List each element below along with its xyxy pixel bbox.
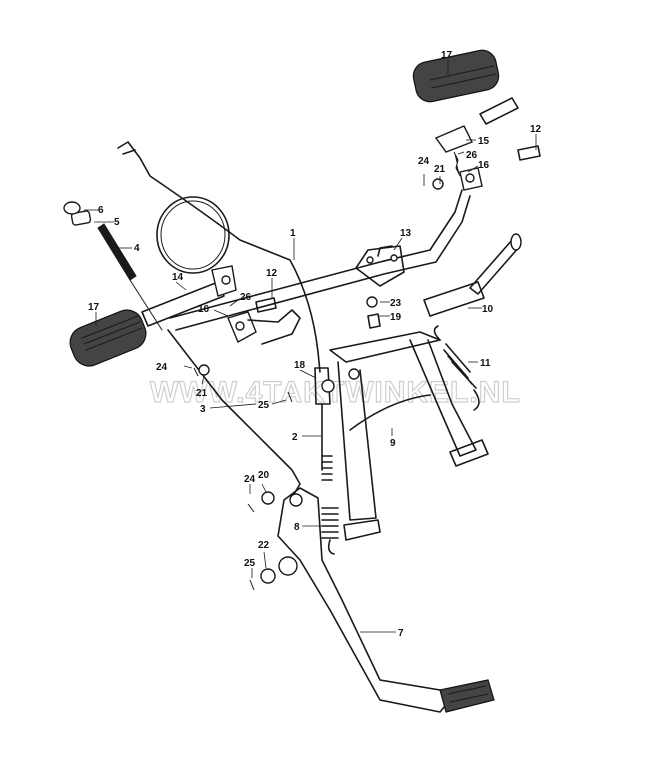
- callout-26-left: 26: [240, 292, 252, 303]
- callout-14: 14: [172, 272, 184, 283]
- brake-springs: [321, 455, 339, 555]
- callout-18: 18: [294, 360, 306, 371]
- callout-24-left: 24: [156, 362, 168, 373]
- callout-19: 19: [390, 312, 402, 323]
- brake-rod: [167, 329, 301, 495]
- left-pivot-bolt: [227, 297, 301, 345]
- callout-26-right: 26: [466, 150, 478, 161]
- callout-20: 20: [258, 470, 270, 481]
- callout-10: 10: [482, 304, 494, 315]
- callout-17-top: 17: [441, 50, 453, 61]
- callout-12-right: 12: [530, 124, 542, 135]
- callout-24-right: 24: [418, 156, 430, 167]
- callout-25-bottom: 25: [244, 558, 256, 569]
- callout-15: 15: [478, 136, 490, 147]
- callout-9: 9: [390, 438, 396, 449]
- callout-23: 23: [390, 298, 402, 309]
- callout-6: 6: [98, 205, 104, 216]
- callout-25-mid: 25: [258, 400, 270, 411]
- callout-21-left: 21: [196, 388, 208, 399]
- callout-1: 1: [290, 228, 296, 239]
- callout-2: 2: [292, 432, 298, 443]
- stand-pivot: [423, 233, 522, 317]
- right-footrest: [412, 49, 541, 191]
- stand-spring: [433, 325, 480, 411]
- brake-pedal: [277, 487, 495, 713]
- callout-12-left: 12: [266, 268, 278, 279]
- callout-labels: 17 12 24 21 26 15 16 6 5 4 1 13 14 12 26…: [88, 50, 542, 639]
- callout-21-right: 21: [434, 164, 446, 175]
- callout-4: 4: [134, 243, 140, 254]
- main-stand: [329, 331, 489, 541]
- callout-8: 8: [294, 522, 300, 533]
- left-footrest: [69, 265, 237, 367]
- callout-17-left: 17: [88, 302, 100, 313]
- callout-24-bottom: 24: [244, 474, 256, 485]
- callout-13: 13: [400, 228, 412, 239]
- leader-lines: [84, 60, 537, 633]
- callout-7: 7: [398, 628, 404, 639]
- callout-11: 11: [480, 358, 491, 369]
- callout-5: 5: [114, 217, 120, 228]
- callout-22: 22: [258, 540, 270, 551]
- brake-spring-rod: [63, 201, 163, 331]
- callout-3: 3: [200, 404, 206, 415]
- brake-cable: [117, 141, 331, 471]
- callout-16-left: 16: [198, 304, 210, 315]
- washers-and-pins: [193, 296, 381, 591]
- watermark-text: WWW.4TAKTWINKEL.NL: [150, 376, 521, 409]
- frame-bar: [169, 189, 471, 331]
- callout-16-right: 16: [478, 160, 490, 171]
